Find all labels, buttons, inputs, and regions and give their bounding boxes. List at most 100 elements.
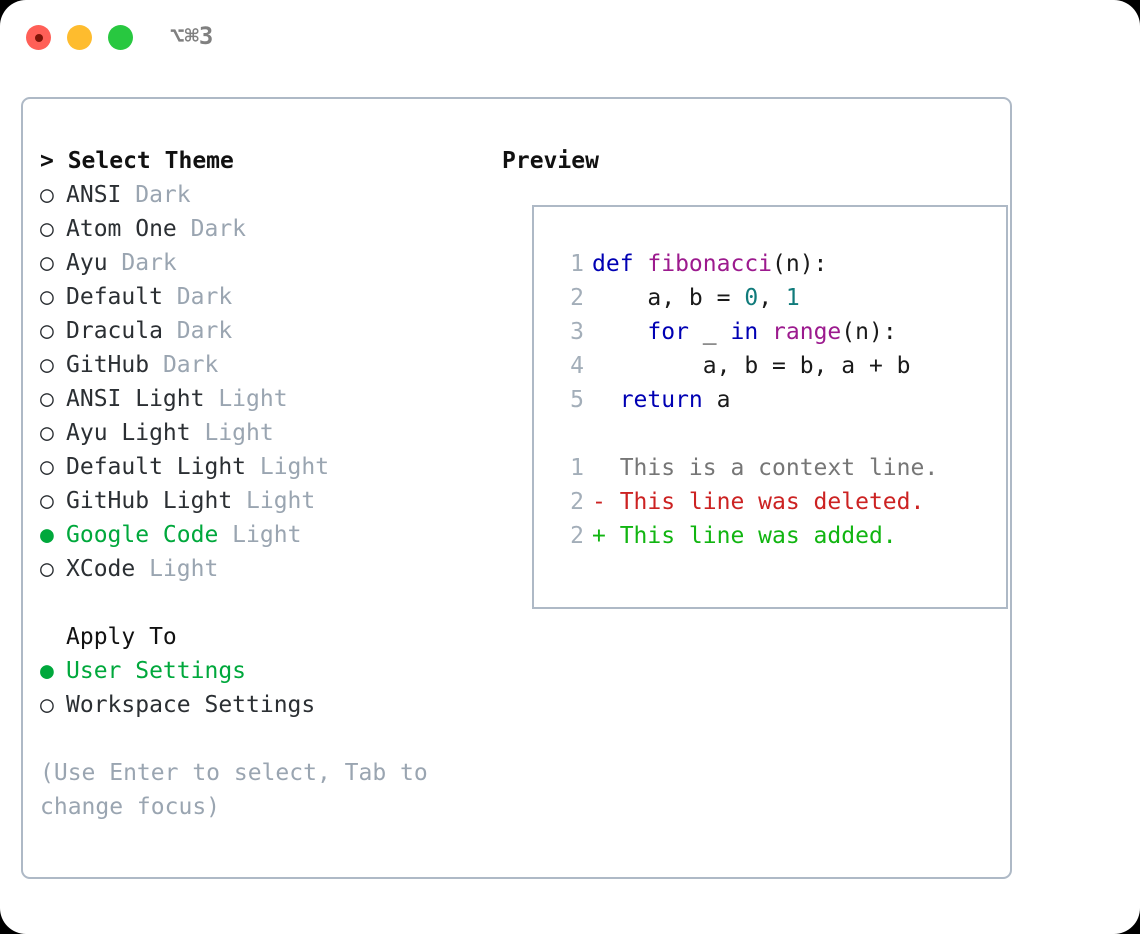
theme-option-tag: Dark: [176, 216, 247, 242]
theme-option-tag: Dark: [121, 182, 191, 208]
keyboard-hint-text: (Use Enter to select, Tab to change focu…: [40, 760, 442, 820]
radio-unselected-icon: ○: [40, 692, 54, 718]
theme-option-row[interactable]: ○ GitHub Dark: [40, 348, 480, 382]
line-number: 2: [570, 489, 584, 515]
theme-option-tag: Light: [135, 556, 219, 582]
apply-to-option-label: Workspace Settings: [66, 692, 316, 718]
radio-unselected-icon: ○: [40, 250, 54, 276]
line-number: 3: [570, 319, 584, 345]
apply-to-option-row[interactable]: ●User Settings: [40, 654, 480, 688]
theme-option-row[interactable]: ○ XCode Light: [40, 552, 480, 586]
line-number: 4: [570, 353, 584, 379]
theme-selection-dialog: > Select Theme ○ANSI Dark○Atom One Dark○…: [21, 97, 1012, 879]
code-token: a: [716, 387, 731, 413]
radio-unselected-icon: ○: [40, 352, 54, 378]
code-token: for: [592, 319, 703, 345]
radio-unselected-icon: ○: [40, 284, 54, 310]
theme-option-tag: Dark: [162, 318, 233, 344]
code-line: 2 a, b = 0, 1: [550, 281, 1000, 315]
theme-option-label: Ayu: [66, 250, 108, 276]
theme-option-tag: Dark: [149, 352, 219, 378]
theme-option-label: Google Code: [66, 522, 219, 548]
theme-option-row[interactable]: ○GitHub Light Light: [40, 484, 480, 518]
theme-option-tag: Light: [232, 488, 316, 514]
theme-option-row[interactable]: ○Atom One Dark: [40, 212, 480, 246]
theme-option-label: Default Light: [66, 454, 247, 480]
radio-unselected-icon: ○: [40, 386, 54, 412]
code-token: a, b = b, a + b: [592, 353, 911, 379]
radio-unselected-icon: ○: [40, 182, 54, 208]
line-number: 1: [570, 455, 584, 481]
code-token: fibonacci: [647, 251, 773, 277]
theme-option-label: GitHub Light: [66, 488, 233, 514]
radio-unselected-icon: ○: [40, 556, 54, 582]
code-token: _: [702, 319, 731, 345]
code-token: (n):: [772, 251, 828, 277]
theme-picker-column: > Select Theme ○ANSI Dark○Atom One Dark○…: [40, 144, 480, 824]
code-line: 5 return a: [550, 383, 1000, 417]
diff-line: 2 + This line was added.: [550, 519, 1000, 553]
code-token: 0: [744, 285, 759, 311]
apply-to-list: ●User Settings ○ Workspace Settings: [40, 654, 480, 722]
line-number: 2: [570, 285, 584, 311]
code-token: def: [592, 251, 648, 277]
theme-option-row[interactable]: ○ Ayu Light Light: [40, 416, 480, 450]
code-diff-separator: [550, 417, 1000, 451]
apply-to-heading: Apply To: [66, 624, 177, 650]
theme-option-row[interactable]: ○ANSI Light Light: [40, 382, 480, 416]
theme-option-label: Dracula: [66, 318, 163, 344]
theme-option-row[interactable]: ○ Ayu Dark: [40, 246, 480, 280]
minimize-button-icon[interactable]: [67, 25, 92, 50]
line-number: 1: [570, 251, 584, 277]
radio-unselected-icon: ○: [40, 420, 54, 446]
traffic-light-buttons: [26, 25, 133, 50]
code-token: a, b =: [592, 285, 745, 311]
diff-line: 1 This is a context line.: [550, 451, 1000, 485]
radio-unselected-icon: ○: [40, 454, 54, 480]
theme-option-row[interactable]: ○ Default Dark: [40, 280, 480, 314]
code-token: return: [592, 387, 717, 413]
title-bar: ⌥⌘3: [0, 0, 1140, 78]
theme-list: ○ANSI Dark○Atom One Dark○Ayu Dark○Defaul…: [40, 178, 480, 586]
close-button-icon[interactable]: [26, 25, 51, 50]
theme-option-row[interactable]: ● Google Code Light: [40, 518, 480, 552]
keyboard-shortcut-label: ⌥⌘3: [170, 22, 214, 50]
theme-option-row[interactable]: ○ Dracula Dark: [40, 314, 480, 348]
theme-option-row[interactable]: ○ANSI Dark: [40, 178, 480, 212]
theme-option-tag: Light: [190, 420, 274, 446]
diff-text: + This line was added.: [592, 523, 897, 549]
code-line: 3 for _ in range(n):: [550, 315, 1000, 349]
theme-option-tag: Light: [204, 386, 288, 412]
line-number: 5: [570, 387, 584, 413]
theme-option-label: XCode: [66, 556, 136, 582]
radio-selected-icon: ●: [40, 522, 54, 548]
theme-option-label: Atom One: [66, 216, 177, 242]
theme-option-tag: Light: [218, 522, 302, 548]
preview-heading: Preview: [502, 148, 599, 174]
diff-text: This is a context line.: [592, 455, 939, 481]
apply-to-option-row[interactable]: ○ Workspace Settings: [40, 688, 480, 722]
code-line: 1 def fibonacci(n):: [550, 247, 1000, 281]
maximize-button-icon[interactable]: [108, 25, 133, 50]
code-token: (n):: [841, 319, 897, 345]
code-token: in: [730, 319, 773, 345]
code-token: ,: [758, 285, 786, 311]
theme-option-label: GitHub: [66, 352, 150, 378]
line-number: 2: [570, 523, 584, 549]
diff-line: 2 - This line was deleted.: [550, 485, 1000, 519]
theme-option-tag: Dark: [107, 250, 177, 276]
code-token: range: [772, 319, 842, 345]
theme-option-tag: Dark: [162, 284, 233, 310]
apply-to-option-label: User Settings: [66, 658, 247, 684]
theme-option-label: Ayu Light: [66, 420, 191, 446]
diff-text: - This line was deleted.: [592, 489, 925, 515]
list-spacer: [40, 586, 480, 620]
code-token: 1: [785, 285, 800, 311]
page-title: > Select Theme: [40, 148, 234, 174]
theme-option-row[interactable]: ○Default Light Light: [40, 450, 480, 484]
theme-option-label: Default: [66, 284, 163, 310]
radio-unselected-icon: ○: [40, 318, 54, 344]
